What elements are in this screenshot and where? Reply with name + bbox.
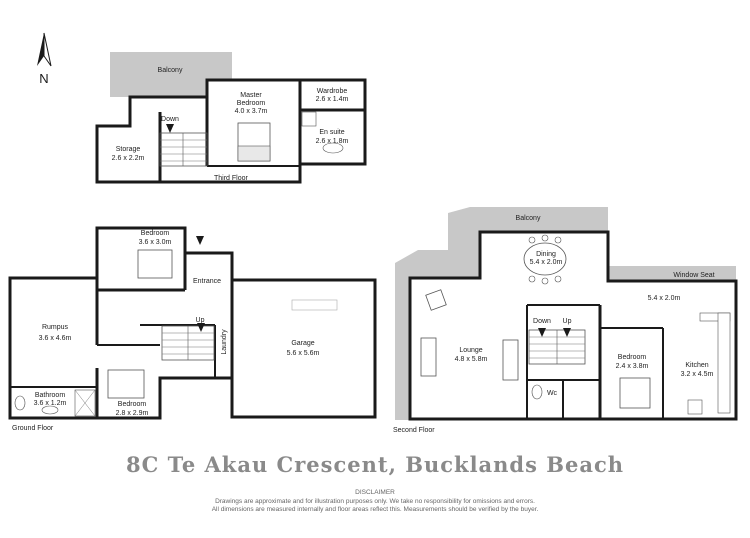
window-seat-size: 5.4 x 2.0m [648,295,681,302]
wardrobe-name: Wardrobe [317,88,348,95]
dining-size: 5.4 x 2.0m [530,259,563,266]
compass-arrow-icon [37,33,44,66]
rumpus-size: 3.6 x 4.6m [39,335,72,342]
second-stair-up-label: Up [563,318,572,325]
window-seat-name: Window Seat [673,272,714,279]
master-bedroom-name-line1: Master [240,92,262,99]
ground-bedroom1-size: 3.6 x 3.0m [139,239,172,246]
cooktop-icon [687,399,703,415]
shower-icon [301,111,317,127]
basin-icon [322,142,344,154]
disclaimer-line-1: Drawings are approximate and for illustr… [215,497,535,505]
toilet-icon [531,384,543,400]
entry-arrow-icon [196,236,204,245]
third-stairs [159,124,208,167]
third-stair-down-label: Down [161,116,179,123]
compass-letter: N [39,71,48,86]
disclaimer-title: DISCLAIMER [355,489,395,496]
kitchen-size: 3.2 x 4.5m [681,371,714,378]
basin-icon [41,405,59,415]
down-arrow-icon [166,124,174,133]
ensuite-size: 2.6 x 1.8m [316,138,349,145]
kitchen-name: Kitchen [685,362,708,369]
bed-icon [107,369,145,399]
ground-floor-walls [8,226,377,420]
up-arrow-icon [197,323,205,332]
lounge-size: 4.8 x 5.8m [455,356,488,363]
bathroom-size: 3.6 x 1.2m [34,400,67,407]
bed-icon [137,249,173,279]
second-floor: Balcony Dining 5.4 x 2.0m Window Seat 5.… [393,207,738,434]
third-balcony-name: Balcony [158,67,183,74]
disclaimer: DISCLAIMER Drawings are approximate and … [0,489,750,515]
ground-stairs [161,236,215,361]
storage-size: 2.6 x 2.2m [112,155,145,162]
garage-size: 5.6 x 5.6m [287,350,320,357]
ground-stair-up-label: Up [196,317,205,324]
third-floor-label: Third Floor [214,175,249,182]
ground-bedroom1-name: Bedroom [141,230,170,237]
second-floor-label: Second Floor [393,427,435,434]
ground-bedroom2-name: Bedroom [118,401,147,408]
second-bedroom-size: 2.4 x 3.8m [616,363,649,370]
entrance-name: Entrance [193,278,221,285]
property-address: 8C Te Akau Crescent, Bucklands Beach [125,452,625,477]
third-floor: Down Balcony Master Bedroom 4.0 x 3.7m W… [95,52,367,184]
second-stair-down-label: Down [533,318,551,325]
armchair-icon [425,289,447,311]
storage-name: Storage [116,146,141,153]
window-seat-area [608,266,736,281]
dining-name: Dining [536,251,556,258]
laundry-name: Laundry [221,329,228,355]
bathroom-name: Bathroom [35,392,66,399]
north-compass: N [37,32,52,86]
third-floor-walls [95,78,367,184]
second-balcony-name: Balcony [516,215,541,222]
ground-floor: Bedroom 3.6 x 3.0m Entrance Rumpus 3.6 x… [8,226,377,432]
master-bedroom-size: 4.0 x 3.7m [235,108,268,115]
dining-table-icon [523,242,567,276]
wardrobe-size: 2.6 x 1.4m [316,96,349,103]
garage-name: Garage [291,340,314,347]
second-balcony [395,207,608,420]
master-bedroom-name-line2: Bedroom [237,100,266,107]
ensuite-name: En suite [319,129,344,136]
toilet-icon [14,395,26,411]
ground-floor-label: Ground Floor [12,425,54,432]
wc-name: Wc [547,390,558,397]
ground-bedroom2-size: 2.8 x 2.9m [116,410,149,417]
second-floor-walls [408,230,738,421]
rumpus-name: Rumpus [42,324,69,331]
sofa-icon [420,337,437,377]
up-arrow-icon [563,328,571,337]
bed-icon [619,377,651,409]
down-arrow-icon [538,328,546,337]
lounge-name: Lounge [459,347,482,354]
second-bedroom-name: Bedroom [618,354,647,361]
sofa-icon [502,339,519,381]
second-stairs [528,328,586,365]
disclaimer-line-2: All dimensions are measured internally a… [211,506,539,513]
